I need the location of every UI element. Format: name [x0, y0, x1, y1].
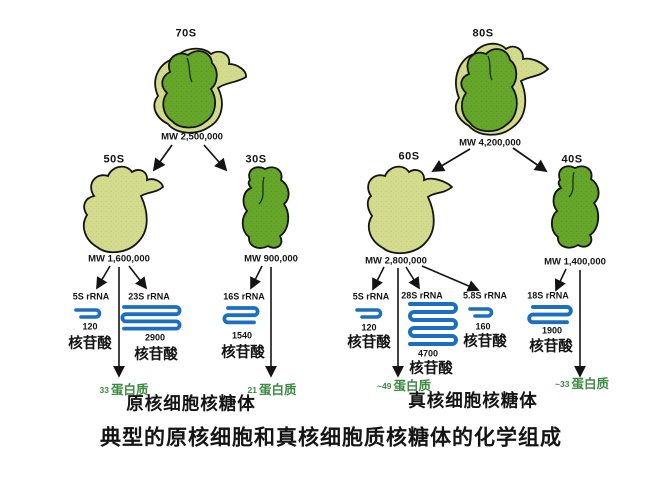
nucleotide-unit-label: 核苷酸	[134, 346, 178, 363]
protein-word: 蛋白质	[258, 382, 297, 397]
rrna-16s-structure	[222, 306, 260, 325]
nucleotide-unit-label: 核苷酸	[221, 344, 265, 361]
ribosome-80s-label: 80S	[472, 27, 494, 40]
proteins-50s-count: 33	[99, 384, 109, 395]
rrna-5s-structure-euk	[355, 308, 383, 319]
subunit-30s-mw: MW 900,000	[244, 253, 298, 265]
subunit-40s-label: 40S	[561, 153, 583, 166]
composition-arrow-60s-to-5s	[372, 266, 385, 291]
composition-arrow-30s-to-16s	[250, 265, 263, 290]
ribosome-70s-mw: MW 2,500,000	[161, 131, 223, 143]
ribosome-70s-label: 70S	[175, 27, 197, 40]
nucleotide-unit-label: 核苷酸	[463, 333, 507, 350]
rrna-23s-count: 2900	[144, 332, 166, 343]
proteins-30s-count: 21	[247, 384, 257, 395]
composition-arrow-50s-to-23s	[128, 265, 148, 290]
composition-arrow-40s-to-18s	[554, 268, 567, 292]
ribosome-80s-mw: MW 4,200,000	[459, 137, 521, 149]
nucleotide-unit-label: 核苷酸	[529, 338, 573, 355]
rrna-18s-count: 1900	[541, 325, 563, 336]
rrna-28s-count: 4700	[417, 348, 439, 359]
rrna-18s-structure	[527, 305, 573, 325]
dissociation-arrow-80s-to-40s	[512, 147, 548, 173]
subunit-60s-shape	[366, 165, 454, 255]
ribosome-70s-shape	[153, 47, 247, 134]
subunit-40s-mw: MW 1,400,000	[544, 256, 606, 268]
subunit-60s-mw: MW 2,800,000	[365, 255, 427, 267]
eukaryote-group-label: 真核细胞核糖体	[408, 390, 538, 411]
subunit-30s-label: 30S	[245, 153, 267, 166]
rrna-5s-count-prok: 120	[82, 321, 98, 332]
subunit-30s-shape	[241, 166, 290, 249]
composition-arrow-50s-to-5s	[96, 265, 111, 290]
rrna-18s-label: 18S rRNA	[527, 290, 569, 301]
subunit-60s-label: 60S	[398, 150, 420, 163]
diagram-title: 典型的原核细胞和真核细胞质核糖体的化学组成	[100, 426, 562, 450]
rrna-5s-structure-prok	[74, 308, 102, 319]
rrna-23s-label: 23S rRNA	[128, 291, 170, 302]
rrna-5s-label-prok: 5S rRNA	[72, 291, 110, 302]
protein-word: 蛋白质	[110, 382, 149, 397]
proteins-60s-count: ~49	[377, 380, 392, 391]
proteins-40s-count: ~33	[555, 378, 570, 389]
rrna-5s-label-euk: 5S rRNA	[352, 291, 390, 302]
subunit-50s-label: 50S	[103, 153, 125, 166]
subunit-40s-shape	[550, 165, 600, 249]
ribosome-80s-shape	[455, 42, 550, 136]
nucleotide-unit-label: 核苷酸	[347, 334, 391, 351]
rrna-23s-structure	[120, 305, 182, 331]
rrna-16s-label: 16S rRNA	[223, 291, 265, 302]
dissociation-arrow-80s-to-60s	[431, 148, 471, 172]
rrna-16s-count: 1540	[231, 330, 253, 341]
rrna-58s-structure	[468, 307, 494, 318]
subunit-50s-shape	[83, 165, 164, 254]
nucleotide-unit-label: 核苷酸	[409, 360, 453, 377]
protein-word: 蛋白质	[571, 376, 609, 391]
dissociation-arrow-70s-to-50s	[152, 144, 173, 172]
composition-arrow-60s-to-58s	[421, 265, 480, 292]
subunit-50s-mw: MW 1,600,000	[88, 253, 150, 265]
rrna-28s-structure	[408, 302, 458, 346]
prokaryote-group-label: 原核细胞核糖体	[126, 393, 256, 414]
composition-arrow-60s-to-28s	[405, 266, 420, 290]
rrna-58s-count: 160	[475, 321, 491, 332]
nucleotide-unit-label: 核苷酸	[68, 335, 112, 352]
rrna-5s-count-euk: 120	[361, 322, 377, 333]
rrna-28s-label: 28S rRNA	[401, 290, 443, 301]
rrna-58s-label: 5.8S rRNA	[462, 290, 508, 301]
dissociation-arrow-70s-to-30s	[203, 144, 228, 172]
protein-word: 蛋白质	[393, 378, 431, 393]
